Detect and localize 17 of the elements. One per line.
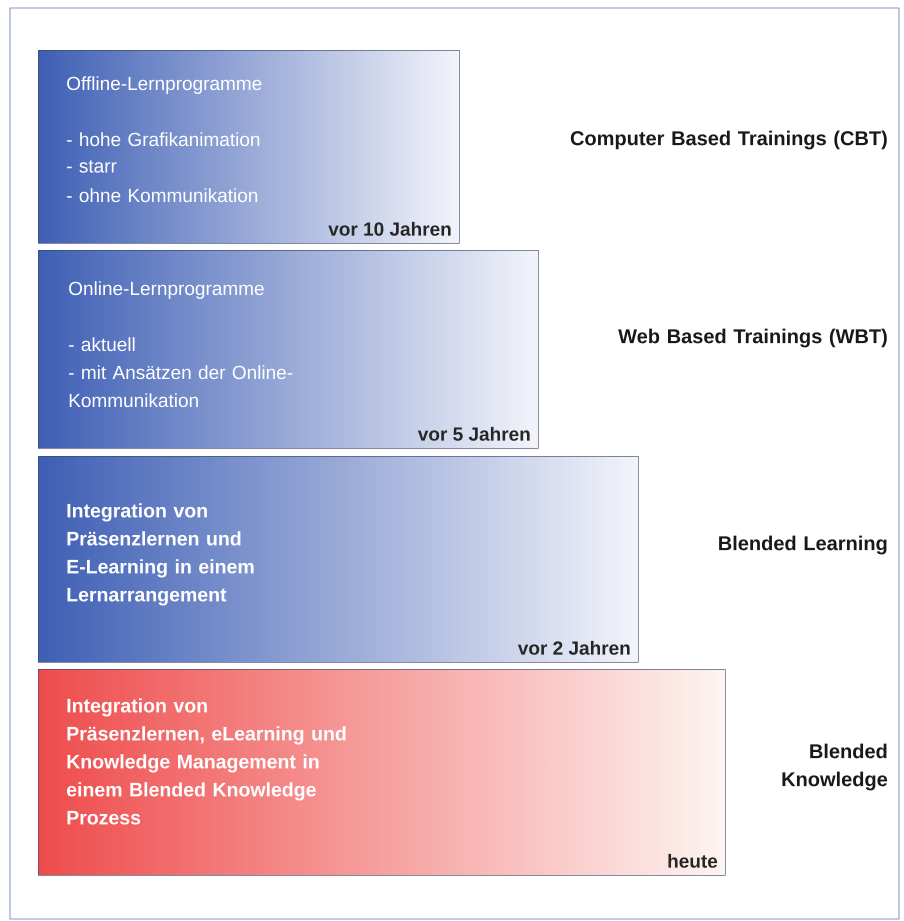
level-label: Blended Knowledge	[782, 744, 888, 790]
period-label: heute	[668, 854, 718, 868]
list-item: - hohe Grafikanimation	[67, 132, 260, 146]
list-item: - mit Ansätzen der Online-Kommunikation	[69, 365, 292, 408]
list-item: - starr	[67, 160, 117, 173]
list-item: - ohne Kommunikation	[67, 188, 258, 202]
level-label: Computer Based Trainings (CBT)	[570, 130, 887, 150]
period-label: vor 2 Jahren	[518, 640, 630, 655]
period-label: vor 10 Jahren	[328, 222, 451, 236]
box-text: Integration von Präsenzlernen, eLearning und Knowledge Management in einem Blended Knowledge Prozess	[66, 698, 346, 825]
level-label: Web Based Trainings (WBT)	[618, 328, 887, 348]
box-heading: Offline-Lernprogramme	[67, 76, 262, 94]
list-item: - aktuell	[69, 337, 134, 352]
box-heading: Online-Lernprogramme	[69, 281, 264, 299]
box-text: Integration von Präsenzlernen und E-Learning in einem Lernarrangement	[68, 503, 254, 606]
period-label: vor 5 Jahren	[418, 426, 530, 441]
level-label: Blended Learning	[719, 536, 886, 554]
